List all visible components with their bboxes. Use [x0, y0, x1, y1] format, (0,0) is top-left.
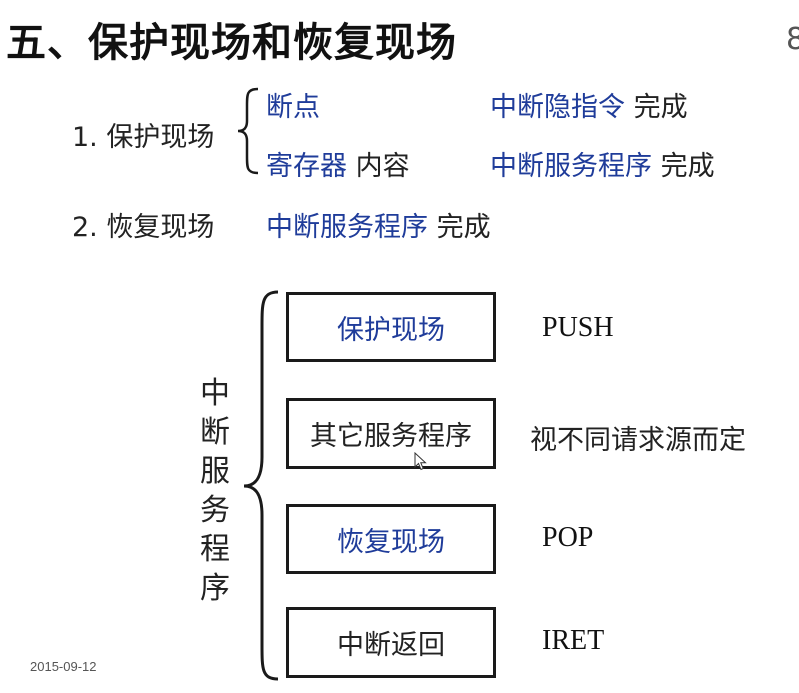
section1-brace-icon [237, 87, 259, 175]
step-note-iret: IRET [542, 625, 605, 656]
method-suffix: 完成 [436, 212, 491, 243]
step-box-return: 中断返回 [286, 607, 496, 678]
section1-row-2-method: 中断服务程序 完成 [490, 144, 715, 183]
step-box-restore: 恢复现场 [286, 504, 496, 574]
item-breakpoint: 断点 [266, 92, 320, 123]
method-suffix: 完成 [633, 92, 688, 123]
method-hidden-instruction: 中断隐指令 [490, 92, 625, 123]
item-suffix: 内容 [355, 151, 410, 182]
step-box-protect: 保护现场 [286, 292, 496, 362]
item-register: 寄存器 [266, 151, 347, 182]
section1-row-1-method: 中断隐指令 完成 [490, 85, 688, 124]
page-title: 五、保护现场和恢复现场 [6, 20, 457, 66]
section1-row-1: 断点 [266, 85, 320, 124]
diagram-side-label: 中断服务程序 [200, 376, 230, 606]
method-service-routine: 中断服务程序 [490, 151, 652, 182]
section2-label: 2. 恢复现场 [72, 212, 215, 243]
section1-label: 1. 保护现场 [72, 122, 215, 153]
diagram-brace-icon [243, 290, 279, 681]
method-suffix: 完成 [660, 151, 715, 182]
method-service-routine: 中断服务程序 [266, 212, 428, 243]
mouse-pointer-icon [414, 452, 427, 471]
step-box-other-service: 其它服务程序 [286, 398, 496, 469]
step-note-depends: 视不同请求源而定 [530, 425, 746, 456]
step-note-pop: POP [542, 522, 594, 553]
section1-row-2: 寄存器 内容 [266, 144, 410, 183]
section2-method-row: 中断服务程序 完成 [266, 205, 491, 244]
edge-fragment: 8 [786, 22, 799, 56]
footer-date: 2015-09-12 [30, 659, 97, 674]
step-note-push: PUSH [542, 312, 614, 343]
